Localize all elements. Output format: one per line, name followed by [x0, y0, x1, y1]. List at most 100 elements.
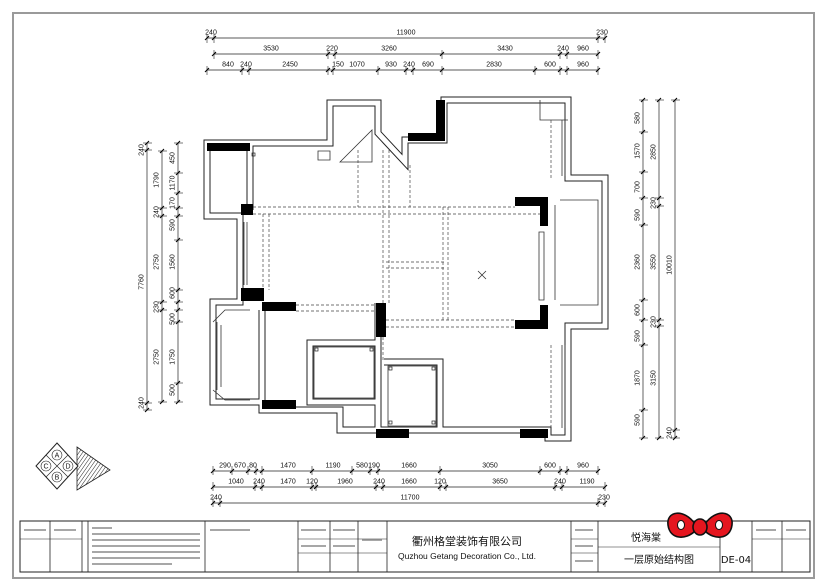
- dimension-label: 240: [403, 62, 415, 69]
- dimension-label: 230: [596, 30, 608, 37]
- dimension-label: 230: [651, 197, 658, 209]
- dimension-label: 930: [385, 62, 397, 69]
- dimension-tick: [325, 51, 331, 57]
- solid-wall-block: [241, 204, 253, 215]
- dimension-tick: [159, 205, 165, 211]
- legend-hatched-triangle: [76, 446, 111, 491]
- dimension-tick: [211, 35, 217, 41]
- dimension-label: 240: [210, 495, 222, 502]
- dimension-tick: [602, 500, 608, 506]
- detail-line: [477, 270, 487, 280]
- dimension-tick: [217, 500, 223, 506]
- dimension-label: 2850: [651, 144, 658, 160]
- dimension-tick: [373, 484, 379, 490]
- dimension-label: 1870: [635, 370, 642, 386]
- dimension-tick: [410, 67, 416, 73]
- dimension-tick: [330, 67, 336, 73]
- dimension-label: 960: [577, 62, 589, 69]
- dimension-label: 590: [635, 330, 642, 342]
- dimension-tick: [375, 468, 381, 474]
- dimension-label: 170: [170, 197, 177, 209]
- dimension-label: 3050: [482, 463, 498, 470]
- fixture-marker: [431, 420, 436, 425]
- dimension-tick: [552, 484, 558, 490]
- dimension-tick: [175, 213, 181, 219]
- dimension-label: 1660: [401, 463, 417, 470]
- dimension-label: 230: [154, 301, 161, 313]
- dimension-label: 1040: [228, 479, 244, 486]
- dimension-tick: [656, 323, 662, 329]
- dimension-tick: [159, 307, 165, 313]
- dimension-label: 670: [234, 463, 246, 470]
- wall-inner-gap: [307, 340, 381, 405]
- dimension-label: 240: [240, 62, 252, 69]
- legend-letter-left: C: [43, 464, 48, 471]
- dimension-label: 1170: [170, 175, 177, 190]
- dimension-tick: [367, 468, 373, 474]
- dimension-label: 960: [577, 463, 589, 470]
- fixture-marker: [431, 366, 436, 371]
- company-name-english: Quzhou Getang Decoration Co., Ltd.: [398, 551, 536, 561]
- solid-wall-block: [515, 197, 548, 206]
- legend-letter-top: A: [55, 453, 60, 460]
- dimension-label: 3550: [651, 254, 658, 270]
- dimension-label: 600: [635, 304, 642, 316]
- dimension-label: 2450: [282, 62, 298, 69]
- legend-circle-right: [62, 460, 74, 472]
- dimension-label: 240: [253, 479, 265, 486]
- dimension-tick: [175, 287, 181, 293]
- dimension-tick: [595, 500, 601, 506]
- dimension-tick: [175, 237, 181, 243]
- dimension-tick: [159, 399, 165, 405]
- dimension-label: 240: [139, 144, 146, 156]
- dimension-label: 240: [205, 30, 217, 37]
- detail-line: [538, 231, 545, 301]
- solid-wall-block: [241, 288, 264, 301]
- dimension-label: 1660: [401, 479, 417, 486]
- detail-line: [387, 365, 437, 427]
- dimension-tick: [210, 468, 216, 474]
- dimension-tick: [309, 484, 315, 490]
- dimension-tick: [439, 51, 445, 57]
- dimension-tick: [557, 468, 563, 474]
- dimension-label: 2750: [154, 254, 161, 270]
- dimension-label: 230: [651, 316, 658, 328]
- title-block: 衢州格堂装饰有限公司 Quzhou Getang Decoration Co.,…: [19, 520, 811, 573]
- fixture-marker: [314, 347, 319, 352]
- dimension-tick: [564, 51, 570, 57]
- dimension-tick: [640, 407, 646, 413]
- dimension-tick: [175, 205, 181, 211]
- dimension-tick: [229, 468, 235, 474]
- dimension-label: 580: [356, 463, 368, 470]
- dimension-label: 580: [635, 112, 642, 124]
- dimension-tick: [595, 35, 601, 41]
- dimension-tick: [640, 317, 646, 323]
- dimension-tick: [557, 67, 563, 73]
- dimension-label: 2830: [486, 62, 502, 69]
- dimension-label: 1470: [280, 463, 296, 470]
- solid-wall-block: [540, 197, 548, 226]
- floor-plan: [203, 96, 609, 442]
- section-index-symbol: A C D B: [35, 442, 111, 491]
- wall-inner-gap: [384, 359, 443, 430]
- dimension-label: 590: [635, 414, 642, 426]
- dimension-label: 190: [368, 463, 380, 470]
- dimension-label: 500: [170, 313, 177, 325]
- legend-circle-top: [51, 449, 63, 461]
- dimension-tick: [640, 97, 646, 103]
- solid-wall-block: [540, 305, 548, 329]
- solid-wall-block: [262, 400, 296, 409]
- dimension-label: 3650: [492, 479, 508, 486]
- dimension-label: 240: [557, 46, 569, 53]
- dimension-tick: [245, 468, 251, 474]
- dimension-label: 590: [170, 219, 177, 231]
- dimension-tick: [175, 319, 181, 325]
- detail-line: [560, 199, 599, 306]
- dimension-tick: [380, 484, 386, 490]
